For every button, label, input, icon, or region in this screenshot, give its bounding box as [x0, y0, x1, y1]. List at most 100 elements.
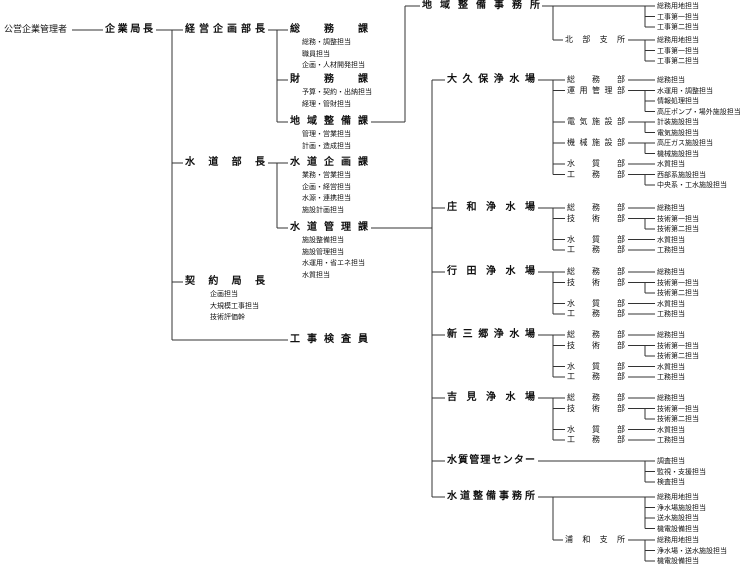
- staff-item: 情報処理担当: [657, 96, 699, 106]
- contract-director: 契約局長: [185, 276, 265, 288]
- staff-item: 工事第二担当: [657, 56, 699, 66]
- staff-item: 調査担当: [657, 456, 685, 466]
- staff-item: 技術第一担当: [657, 277, 699, 288]
- staff-item: 工務担当: [657, 245, 685, 255]
- plant-department: 技術部: [567, 403, 625, 414]
- plant-department: 総務部: [567, 267, 625, 277]
- section-item: 予算・契約・出納担当: [302, 87, 372, 97]
- section-item: 経理・管財担当: [302, 98, 351, 109]
- staff-item: 工事第一担当: [657, 45, 699, 56]
- staff-item: 水質担当: [657, 424, 685, 435]
- staff-item: 総務用地担当: [657, 1, 699, 11]
- contract-item: 企画担当: [210, 289, 238, 299]
- section-item: 水源・連携担当: [302, 193, 351, 204]
- staff-item: 工事第一担当: [657, 11, 699, 22]
- staff-item: 計装施設担当: [657, 117, 699, 127]
- staff-item: 技術第二担当: [657, 351, 699, 361]
- staff-item: 高圧ポンプ・場外施設担当: [657, 106, 740, 117]
- section-item: 計画・造成担当: [302, 140, 351, 151]
- staff-item: 総務用地担当: [657, 35, 699, 45]
- plant-department: 工務部: [567, 169, 625, 180]
- section-item: 管理・営業担当: [302, 129, 351, 139]
- staff-item: 技術第二担当: [657, 414, 699, 424]
- plant-department: 機械施設部: [567, 138, 625, 148]
- staff-item: 水質担当: [657, 298, 685, 309]
- plant-department: 工務部: [567, 435, 625, 445]
- plant-department: 水質部: [567, 159, 625, 169]
- plant-department: 運用管理部: [567, 85, 625, 96]
- staff-item: 高圧ガス施設担当: [657, 138, 713, 148]
- section-name: 地域整備課: [290, 116, 368, 128]
- water-plant: 吉見浄水場: [447, 392, 535, 404]
- staff-item: 送水施設担当: [657, 513, 699, 523]
- staff-item: 中央系・工水施設担当: [657, 180, 727, 190]
- plant-department: 総務部: [567, 203, 625, 213]
- water-quality-center: 水質管理センター: [447, 455, 535, 467]
- plant-department: 総務部: [567, 75, 625, 85]
- plant-department: 技術部: [567, 213, 625, 224]
- staff-item: 総務用地担当: [657, 492, 699, 502]
- staff-item: 機電設備担当: [657, 556, 699, 566]
- section-item: 職員担当: [302, 48, 330, 59]
- staff-item: 技術第二担当: [657, 288, 699, 298]
- branch-office: 北部支所: [565, 35, 625, 45]
- staff-item: 総務担当: [657, 75, 685, 85]
- regional-office: 地域整備事務所: [422, 0, 540, 12]
- staff-item: 工事第二担当: [657, 22, 699, 32]
- staff-item: 電気施設担当: [657, 127, 699, 138]
- water-plant: 庄和浄水場: [447, 202, 535, 214]
- section-item: 施設計画担当: [302, 205, 344, 216]
- staff-item: 工務担当: [657, 435, 685, 445]
- section-name: 水道管理課: [290, 222, 368, 234]
- staff-item: 水質担当: [657, 361, 685, 372]
- water-plant: 行田浄水場: [447, 266, 535, 278]
- staff-item: 総務用地担当: [657, 535, 699, 545]
- staff-item: 技術第一担当: [657, 340, 699, 351]
- staff-item: 総務担当: [657, 393, 685, 403]
- staff-item: 技術第二担当: [657, 224, 699, 234]
- water-plant: 大久保浄水場: [447, 74, 535, 86]
- maintenance-office: 水道整備事務所: [447, 491, 535, 503]
- bureau-chief: 企業局長: [105, 24, 153, 36]
- plant-department: 工務部: [567, 245, 625, 255]
- staff-item: 総務担当: [657, 330, 685, 340]
- planning-director: 経営企画部長: [185, 24, 265, 36]
- section-name: 財務課: [290, 74, 368, 86]
- section-item: 総務・調整担当: [302, 37, 351, 47]
- plant-department: 総務部: [567, 330, 625, 340]
- contract-item: 技術評価幹: [210, 312, 245, 322]
- section-name: 総務課: [290, 24, 368, 36]
- plant-department: 水質部: [567, 298, 625, 309]
- staff-item: 検査担当: [657, 477, 685, 487]
- water-director: 水道部長: [185, 157, 265, 169]
- root-executive: 公営企業管理者: [4, 25, 68, 35]
- section-item: 施設管理担当: [302, 246, 344, 257]
- construction-inspector: 工事検査員: [290, 334, 368, 346]
- section-item: 水質担当: [302, 270, 330, 281]
- section-item: 施設整備担当: [302, 235, 344, 245]
- staff-item: 技術第一担当: [657, 213, 699, 224]
- plant-department: 水質部: [567, 361, 625, 372]
- branch-office: 浦和支所: [565, 535, 625, 545]
- plant-department: 工務部: [567, 372, 625, 382]
- staff-item: 機械施設担当: [657, 148, 699, 159]
- plant-department: 総務部: [567, 393, 625, 403]
- plant-department: 技術部: [567, 340, 625, 351]
- plant-department: 工務部: [567, 309, 625, 319]
- staff-item: 総務担当: [657, 203, 685, 213]
- section-item: 水運用・省エネ担当: [302, 258, 365, 269]
- section-item: 企画・経営担当: [302, 181, 351, 192]
- water-plant: 新三郷浄水場: [447, 329, 535, 341]
- staff-item: 浄水場・送水施設担当: [657, 545, 727, 556]
- section-name: 水道企画課: [290, 157, 368, 169]
- plant-department: 水質部: [567, 234, 625, 245]
- staff-item: 工務担当: [657, 309, 685, 319]
- staff-item: 水質担当: [657, 159, 685, 169]
- section-item: 業務・営業担当: [302, 170, 351, 180]
- staff-item: 西部系施設担当: [657, 169, 706, 180]
- contract-item: 大規模工事担当: [210, 300, 259, 311]
- staff-item: 水質担当: [657, 234, 685, 245]
- staff-item: 水運用・調整担当: [657, 85, 713, 96]
